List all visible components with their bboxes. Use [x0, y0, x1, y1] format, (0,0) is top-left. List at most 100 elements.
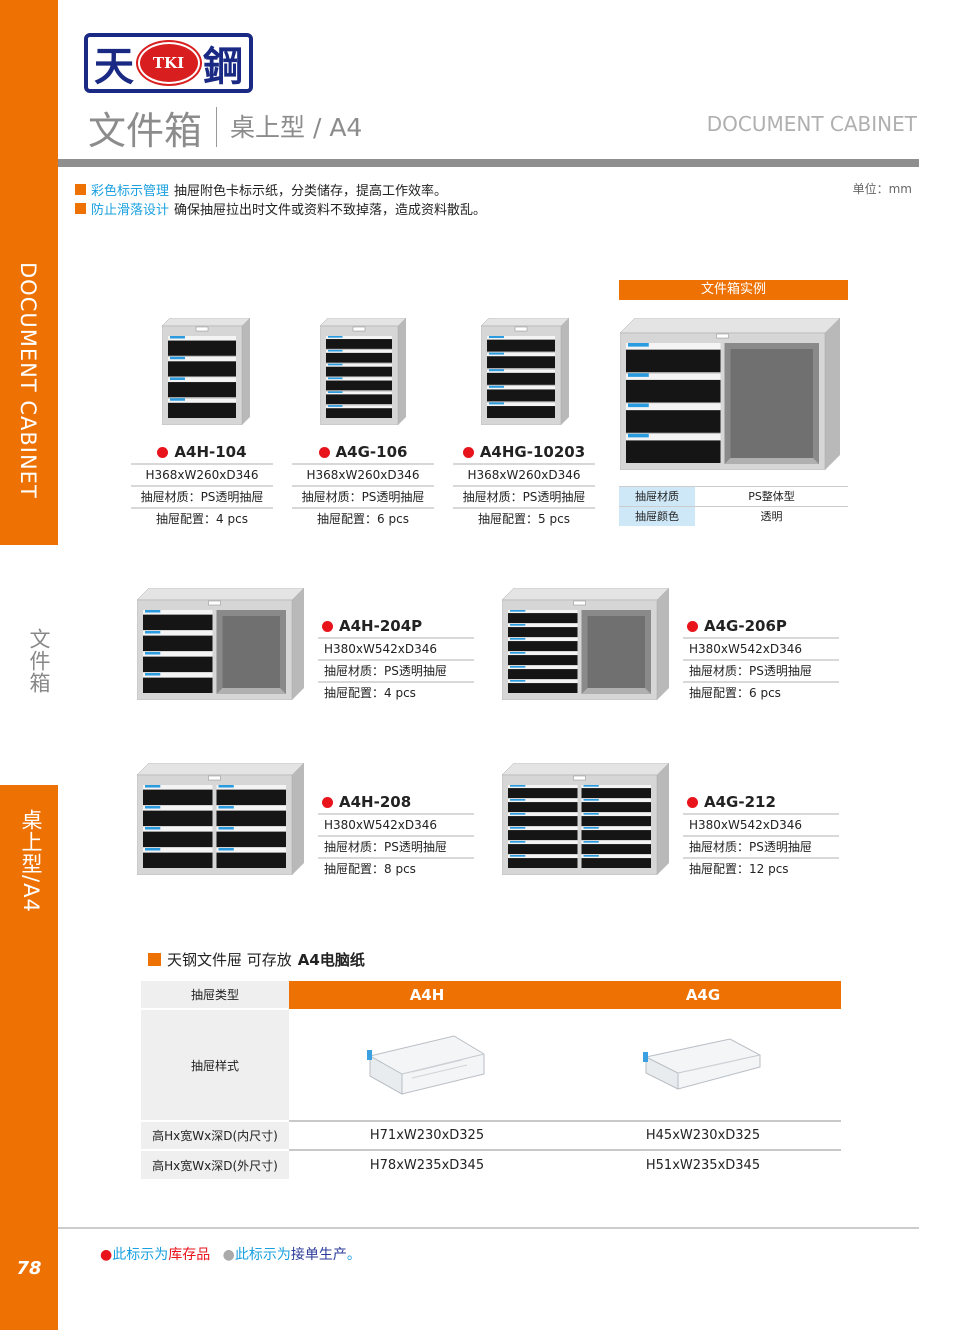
type-label: 抽屉类型 [141, 981, 289, 1009]
logo-char-left: 天 [94, 43, 134, 90]
product-size: H368xW260xD346 [292, 463, 434, 485]
product-material: 抽屉材质：PS透明抽屉 [453, 485, 595, 507]
sidebar-orange-top: DOCUMENT CABINET [0, 0, 58, 545]
col-a4g: A4G [565, 981, 841, 1009]
example-table: 抽屉材质 PS整体型 抽屉颜色 透明 [619, 486, 848, 526]
product-config: 抽屉配置：6 pcs [292, 507, 434, 529]
cabinet-image-a4h-104 [161, 317, 251, 429]
sidebar-en-title: DOCUMENT CABINET [16, 262, 40, 499]
bullet-square-icon [148, 953, 161, 966]
product-size: H380xW542xD346 [318, 637, 474, 659]
legend: ●此标示为库存品 ●此标示为接单生产。 [100, 1244, 361, 1264]
feature-text: 确保抽屉拉出时文件或资料不致掉落，造成资料散乱。 [174, 203, 487, 218]
section-title-bold: A4电脑纸 [297, 951, 365, 969]
feature-key: 防止滑落设计 [91, 203, 170, 218]
page-title: 文件箱 [88, 109, 203, 153]
example-key: 抽屉颜色 [619, 507, 695, 526]
feature-1: 彩色标示管理抽屉附色卡标示纸，分类储存，提高工作效率。 [75, 180, 447, 199]
page-title-en: DOCUMENT CABINET [706, 112, 917, 136]
product-size: H368xW260xD346 [131, 463, 273, 485]
product-size: H380xW542xD346 [683, 813, 839, 835]
product-spec-a4g-106: A4G-106 H368xW260xD346 抽屉材质：PS透明抽屉 抽屉配置：… [292, 441, 434, 529]
product-spec-a4h-104: A4H-104 H368xW260xD346 抽屉材质：PS透明抽屉 抽屉配置：… [131, 441, 273, 529]
in-stock-dot-icon [687, 620, 698, 632]
product-config: 抽屉配置：6 pcs [683, 681, 839, 703]
title-divider [216, 107, 217, 147]
product-name: A4G-212 [704, 793, 776, 811]
outer-size-label: 高Hx宽Wx深D(外尺寸) [141, 1149, 289, 1179]
inner-size-a4h: H71xW230xD325 [289, 1120, 565, 1150]
in-stock-dot-icon [318, 446, 330, 458]
unit-label: 单位：mm [852, 182, 912, 196]
cabinet-image-a4h-208 [136, 762, 305, 879]
product-spec-a4hg-10203: A4HG-10203 H368xW260xD346 抽屉材质：PS透明抽屉 抽屉… [453, 441, 595, 529]
col-a4h: A4H [289, 981, 565, 1009]
cabinet-image-a4g-106 [319, 317, 407, 429]
bullet-square-icon [75, 203, 86, 214]
example-value: 透明 [760, 510, 783, 523]
legend-order: 接单生产 [290, 1247, 347, 1263]
cabinet-image-a4hg-10203 [480, 317, 570, 429]
outer-size-a4g: H51xW235xD345 [565, 1149, 841, 1179]
logo-tki-badge: TKI [135, 40, 202, 86]
product-config: 抽屉配置：12 pcs [683, 857, 839, 879]
product-name: A4H-104 [174, 443, 247, 461]
product-name: A4H-208 [339, 793, 412, 811]
product-material: 抽屉材质：PS透明抽屉 [683, 835, 839, 857]
product-name: A4H-204P [339, 617, 423, 635]
section-title-text: 天钢文件屉 可存放 [167, 951, 292, 969]
product-spec-a4h-208: A4H-208 H380xW542xD346 抽屉材质：PS透明抽屉 抽屉配置：… [318, 791, 474, 879]
feature-2: 防止滑落设计确保抽屉拉出时文件或资料不致掉落，造成资料散乱。 [75, 199, 486, 218]
product-name: A4HG-10203 [479, 443, 586, 461]
page-subtitle: 桌上型 / A4 [230, 113, 363, 142]
product-spec-a4g-206p: A4G-206P H380xW542xD346 抽屉材质：PS透明抽屉 抽屉配置… [683, 615, 839, 703]
header-rule [58, 159, 919, 167]
outer-size-a4h: H78xW235xD345 [289, 1149, 565, 1179]
product-size: H368xW260xD346 [453, 463, 595, 485]
red-dot-icon: ● [100, 1247, 113, 1263]
example-value: PS整体型 [748, 490, 795, 503]
example-title: 文件箱实例 [619, 280, 848, 300]
sidebar-cn-title: 文件箱 [27, 628, 51, 694]
example-cabinet-photo [619, 317, 841, 474]
product-name: A4G-106 [335, 443, 408, 461]
product-size: H380xW542xD346 [318, 813, 474, 835]
product-size: H380xW542xD346 [683, 637, 839, 659]
legend-text: 此标示为 [112, 1247, 169, 1263]
product-material: 抽屉材质：PS透明抽屉 [318, 835, 474, 857]
product-material: 抽屉材质：PS透明抽屉 [683, 659, 839, 681]
in-stock-dot-icon [462, 446, 474, 458]
inner-size-a4g: H45xW230xD325 [565, 1120, 841, 1150]
cabinet-image-a4g-212 [501, 762, 670, 879]
product-config: 抽屉配置：5 pcs [453, 507, 595, 529]
in-stock-dot-icon [322, 620, 333, 632]
cabinet-image-a4g-206p [501, 587, 670, 704]
product-material: 抽屉材质：PS透明抽屉 [292, 485, 434, 507]
product-config: 抽屉配置：4 pcs [131, 507, 273, 529]
example-row: 抽屉材质 PS整体型 [619, 486, 848, 506]
style-label: 抽屉样式 [141, 1008, 289, 1121]
page-number: 78 [16, 1258, 42, 1279]
logo-char-right: 鋼 [203, 43, 243, 90]
cabinet-image-a4h-204p [136, 587, 305, 704]
inner-size-label: 高Hx宽Wx深D(内尺寸) [141, 1120, 289, 1150]
example-key: 抽屉材质 [619, 487, 695, 506]
product-spec-a4g-212: A4G-212 H380xW542xD346 抽屉材质：PS透明抽屉 抽屉配置：… [683, 791, 839, 879]
legend-text: 此标示为 [234, 1247, 291, 1263]
feature-text: 抽屉附色卡标示纸，分类储存，提高工作效率。 [174, 184, 448, 199]
in-stock-dot-icon [687, 796, 698, 808]
drawer-section-title: 天钢文件屉 可存放 A4电脑纸 [148, 949, 365, 970]
product-spec-a4h-204p: A4H-204P H380xW542xD346 抽屉材质：PS透明抽屉 抽屉配置… [318, 615, 474, 703]
bullet-square-icon [75, 184, 86, 195]
product-material: 抽屉材质：PS透明抽屉 [318, 659, 474, 681]
drawer-image-a4g [565, 1009, 841, 1121]
in-stock-dot-icon [157, 446, 169, 458]
legend-stock: 库存品 [168, 1247, 211, 1263]
drawer-image-a4h [289, 1009, 565, 1121]
sidebar-orange-bottom: 桌上型/A4 [0, 785, 58, 1330]
tki-logo: 天 TKI 鋼 [84, 33, 253, 93]
product-material: 抽屉材质：PS透明抽屉 [131, 485, 273, 507]
product-config: 抽屉配置：8 pcs [318, 857, 474, 879]
product-config: 抽屉配置：4 pcs [318, 681, 474, 703]
